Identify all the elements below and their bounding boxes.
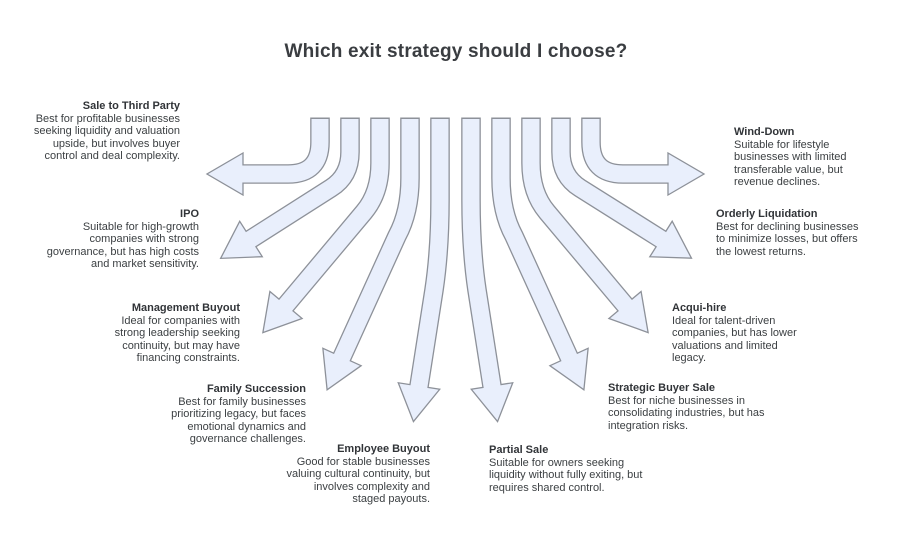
strategy-title: Management Buyout [131, 302, 240, 314]
strategy-title: Employee Buyout [337, 443, 430, 455]
strategy-description: Suitable for owners seeking liquidity wi… [489, 456, 643, 494]
strategy-title: Family Succession [206, 383, 306, 395]
arrow-employee-buyout [397, 117, 450, 423]
strategy-management-buyout: Management Buyout Ideal for companies wi… [98, 302, 240, 365]
strategy-description: Ideal for companies with strong leadersh… [114, 314, 240, 365]
strategy-title: Wind-Down [734, 126, 795, 138]
arrow-management-buyout [262, 117, 390, 334]
strategy-title: IPO [180, 208, 199, 220]
strategy-description: Suitable for high-growth companies with … [46, 220, 199, 271]
strategy-strategic-buyer-sale: Strategic Buyer Sale Best for niche busi… [608, 382, 765, 432]
strategy-title: Partial Sale [489, 444, 549, 456]
strategy-partial-sale: Partial Sale Suitable for owners seeking… [489, 444, 644, 494]
strategy-acqui-hire: Acqui-hire Ideal for talent-driven compa… [672, 302, 805, 365]
strategy-employee-buyout: Employee Buyout Good for stable business… [283, 443, 431, 506]
strategy-title: Acqui-hire [672, 302, 727, 314]
arrow-ipo [219, 117, 360, 260]
arrow-partial-sale [461, 117, 514, 423]
strategy-description: Ideal for talent-driven companies, but h… [672, 314, 797, 365]
strategy-description: Good for stable businesses valuing cultu… [286, 455, 431, 506]
strategy-wind-down: Wind-Down Suitable for lifestyle busines… [734, 126, 864, 189]
arrow-wind-down [581, 117, 706, 197]
strategy-orderly-liquidation: Orderly Liquidation Best for declining b… [716, 208, 866, 258]
strategy-family-succession: Family Succession Best for family busine… [148, 383, 306, 446]
arrow-sale-to-third-party [205, 117, 330, 197]
strategy-description: Best for declining businesses to minimiz… [716, 220, 859, 258]
arrow-acqui-hire [521, 117, 649, 334]
strategy-description: Suitable for lifestyle businesses with l… [734, 138, 847, 189]
strategy-title: Strategic Buyer Sale [608, 382, 715, 394]
strategy-description: Best for profitable businesses seeking l… [33, 112, 180, 163]
arrow-family-succession [322, 117, 420, 391]
arrow-strategic-buyer-sale [491, 117, 589, 391]
arrow-orderly-liquidation [551, 117, 693, 259]
strategy-description: Best for family businesses prioritizing … [171, 395, 306, 446]
strategy-ipo: IPO Suitable for high-growth companies w… [42, 208, 199, 271]
strategy-title: Orderly Liquidation [716, 208, 818, 220]
strategy-description: Best for niche businesses in consolidati… [608, 394, 765, 432]
strategy-sale-to-third-party: Sale to Third Party Best for profitable … [30, 100, 180, 163]
page-title: Which exit strategy should I choose? [284, 41, 628, 62]
strategy-title: Sale to Third Party [82, 100, 180, 112]
